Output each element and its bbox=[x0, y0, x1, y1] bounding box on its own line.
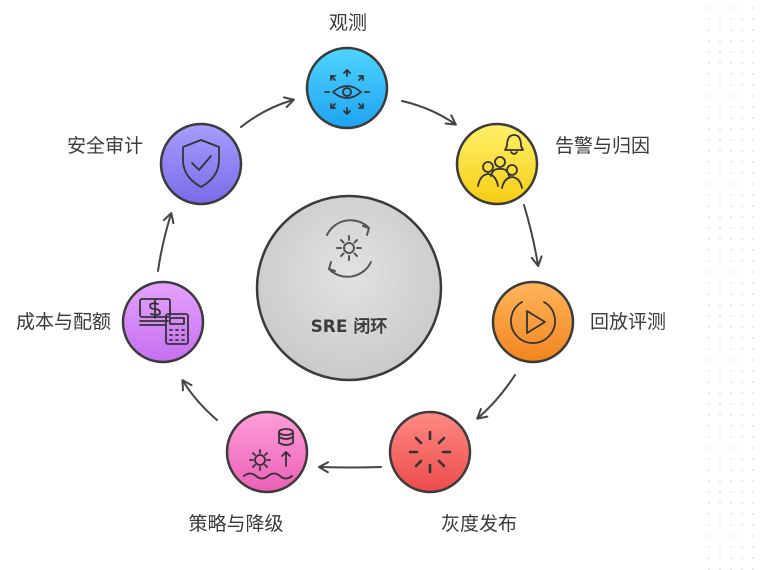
step-strategy bbox=[225, 410, 309, 494]
cycle-arrows bbox=[157, 96, 543, 474]
calculator-icon bbox=[139, 298, 189, 345]
label-cost: 成本与配额 bbox=[15, 311, 111, 333]
shield-check-icon bbox=[182, 139, 220, 188]
step-rollout bbox=[388, 410, 472, 494]
step-replay bbox=[491, 280, 575, 364]
eye-icon bbox=[324, 69, 370, 115]
arrow-audit-to-observe bbox=[240, 96, 295, 128]
label-alert: 告警与归因 bbox=[555, 135, 651, 157]
dot-grid-decoration bbox=[708, 7, 754, 570]
gear-cycle-icon bbox=[326, 219, 372, 278]
label-replay: 回放评测 bbox=[590, 311, 667, 333]
bell-team-icon bbox=[477, 134, 524, 189]
arrow-strategy-to-cost bbox=[181, 379, 218, 421]
step-audit bbox=[159, 122, 243, 206]
center-node bbox=[255, 194, 443, 382]
label-strategy: 策略与降级 bbox=[188, 513, 284, 535]
arrow-rollout-to-strategy bbox=[318, 461, 382, 474]
arrow-cost-to-audit bbox=[157, 212, 175, 272]
arrow-observe-to-alert bbox=[401, 100, 457, 126]
step-observe bbox=[305, 46, 389, 130]
center-title: SRE 闭环 bbox=[310, 317, 388, 337]
spinner-icon bbox=[408, 430, 452, 474]
step-alert bbox=[455, 122, 539, 206]
play-icon bbox=[510, 301, 556, 344]
database-gear-icon bbox=[243, 428, 294, 480]
label-audit: 安全审计 bbox=[66, 135, 143, 157]
arrow-alert-to-replay bbox=[523, 204, 543, 267]
label-rollout: 灰度发布 bbox=[440, 513, 518, 535]
arrow-replay-to-rollout bbox=[476, 374, 516, 420]
label-observe: 观测 bbox=[328, 12, 368, 34]
step-cost bbox=[121, 280, 205, 364]
